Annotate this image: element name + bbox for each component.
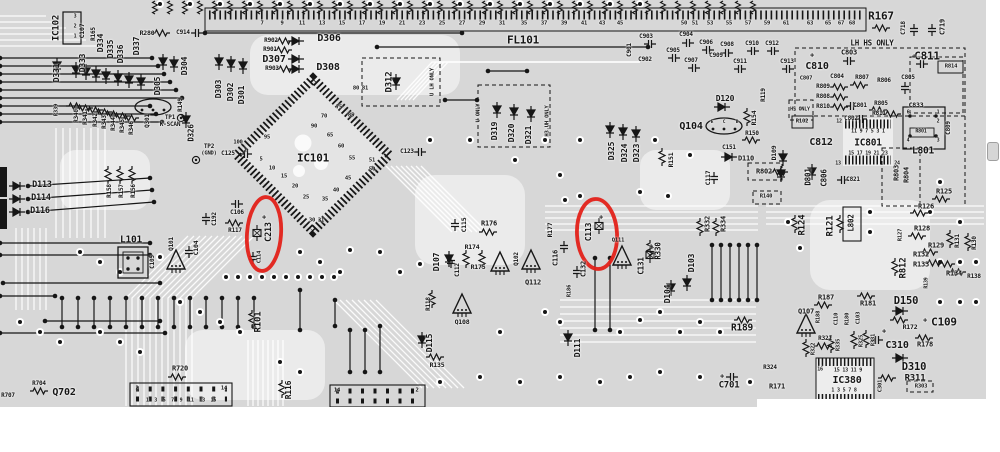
highlight-ellipse-c113 [575,197,619,271]
small-solid-boxes [791,60,964,129]
l101-outline [117,246,149,279]
ic101-hole [294,134,312,152]
l801-outline [902,106,946,150]
component-outlines [0,7,966,408]
bottom-right-margin [757,399,1000,409]
red-highlight-annotations [244,195,619,273]
ic101-chip [230,72,396,238]
via-pads [16,0,980,386]
bottom-connector-a [129,382,233,407]
edge-connector-bar [0,199,7,229]
bottom-margin [0,407,1000,452]
ic380-chip [815,357,875,403]
right-margin [986,0,1000,452]
ic101-hole [293,165,305,177]
edge-connector-bar [0,167,7,197]
l802-outline [842,206,862,242]
ic801-chip [843,118,893,166]
scrollbar-thumb[interactable] [987,142,999,161]
ic102-outline [62,11,82,45]
option-dashed-boxes [361,47,966,393]
ic101-hole [314,156,328,170]
fl101-connector [204,7,867,32]
highlight-ellipse-c213 [244,195,284,273]
